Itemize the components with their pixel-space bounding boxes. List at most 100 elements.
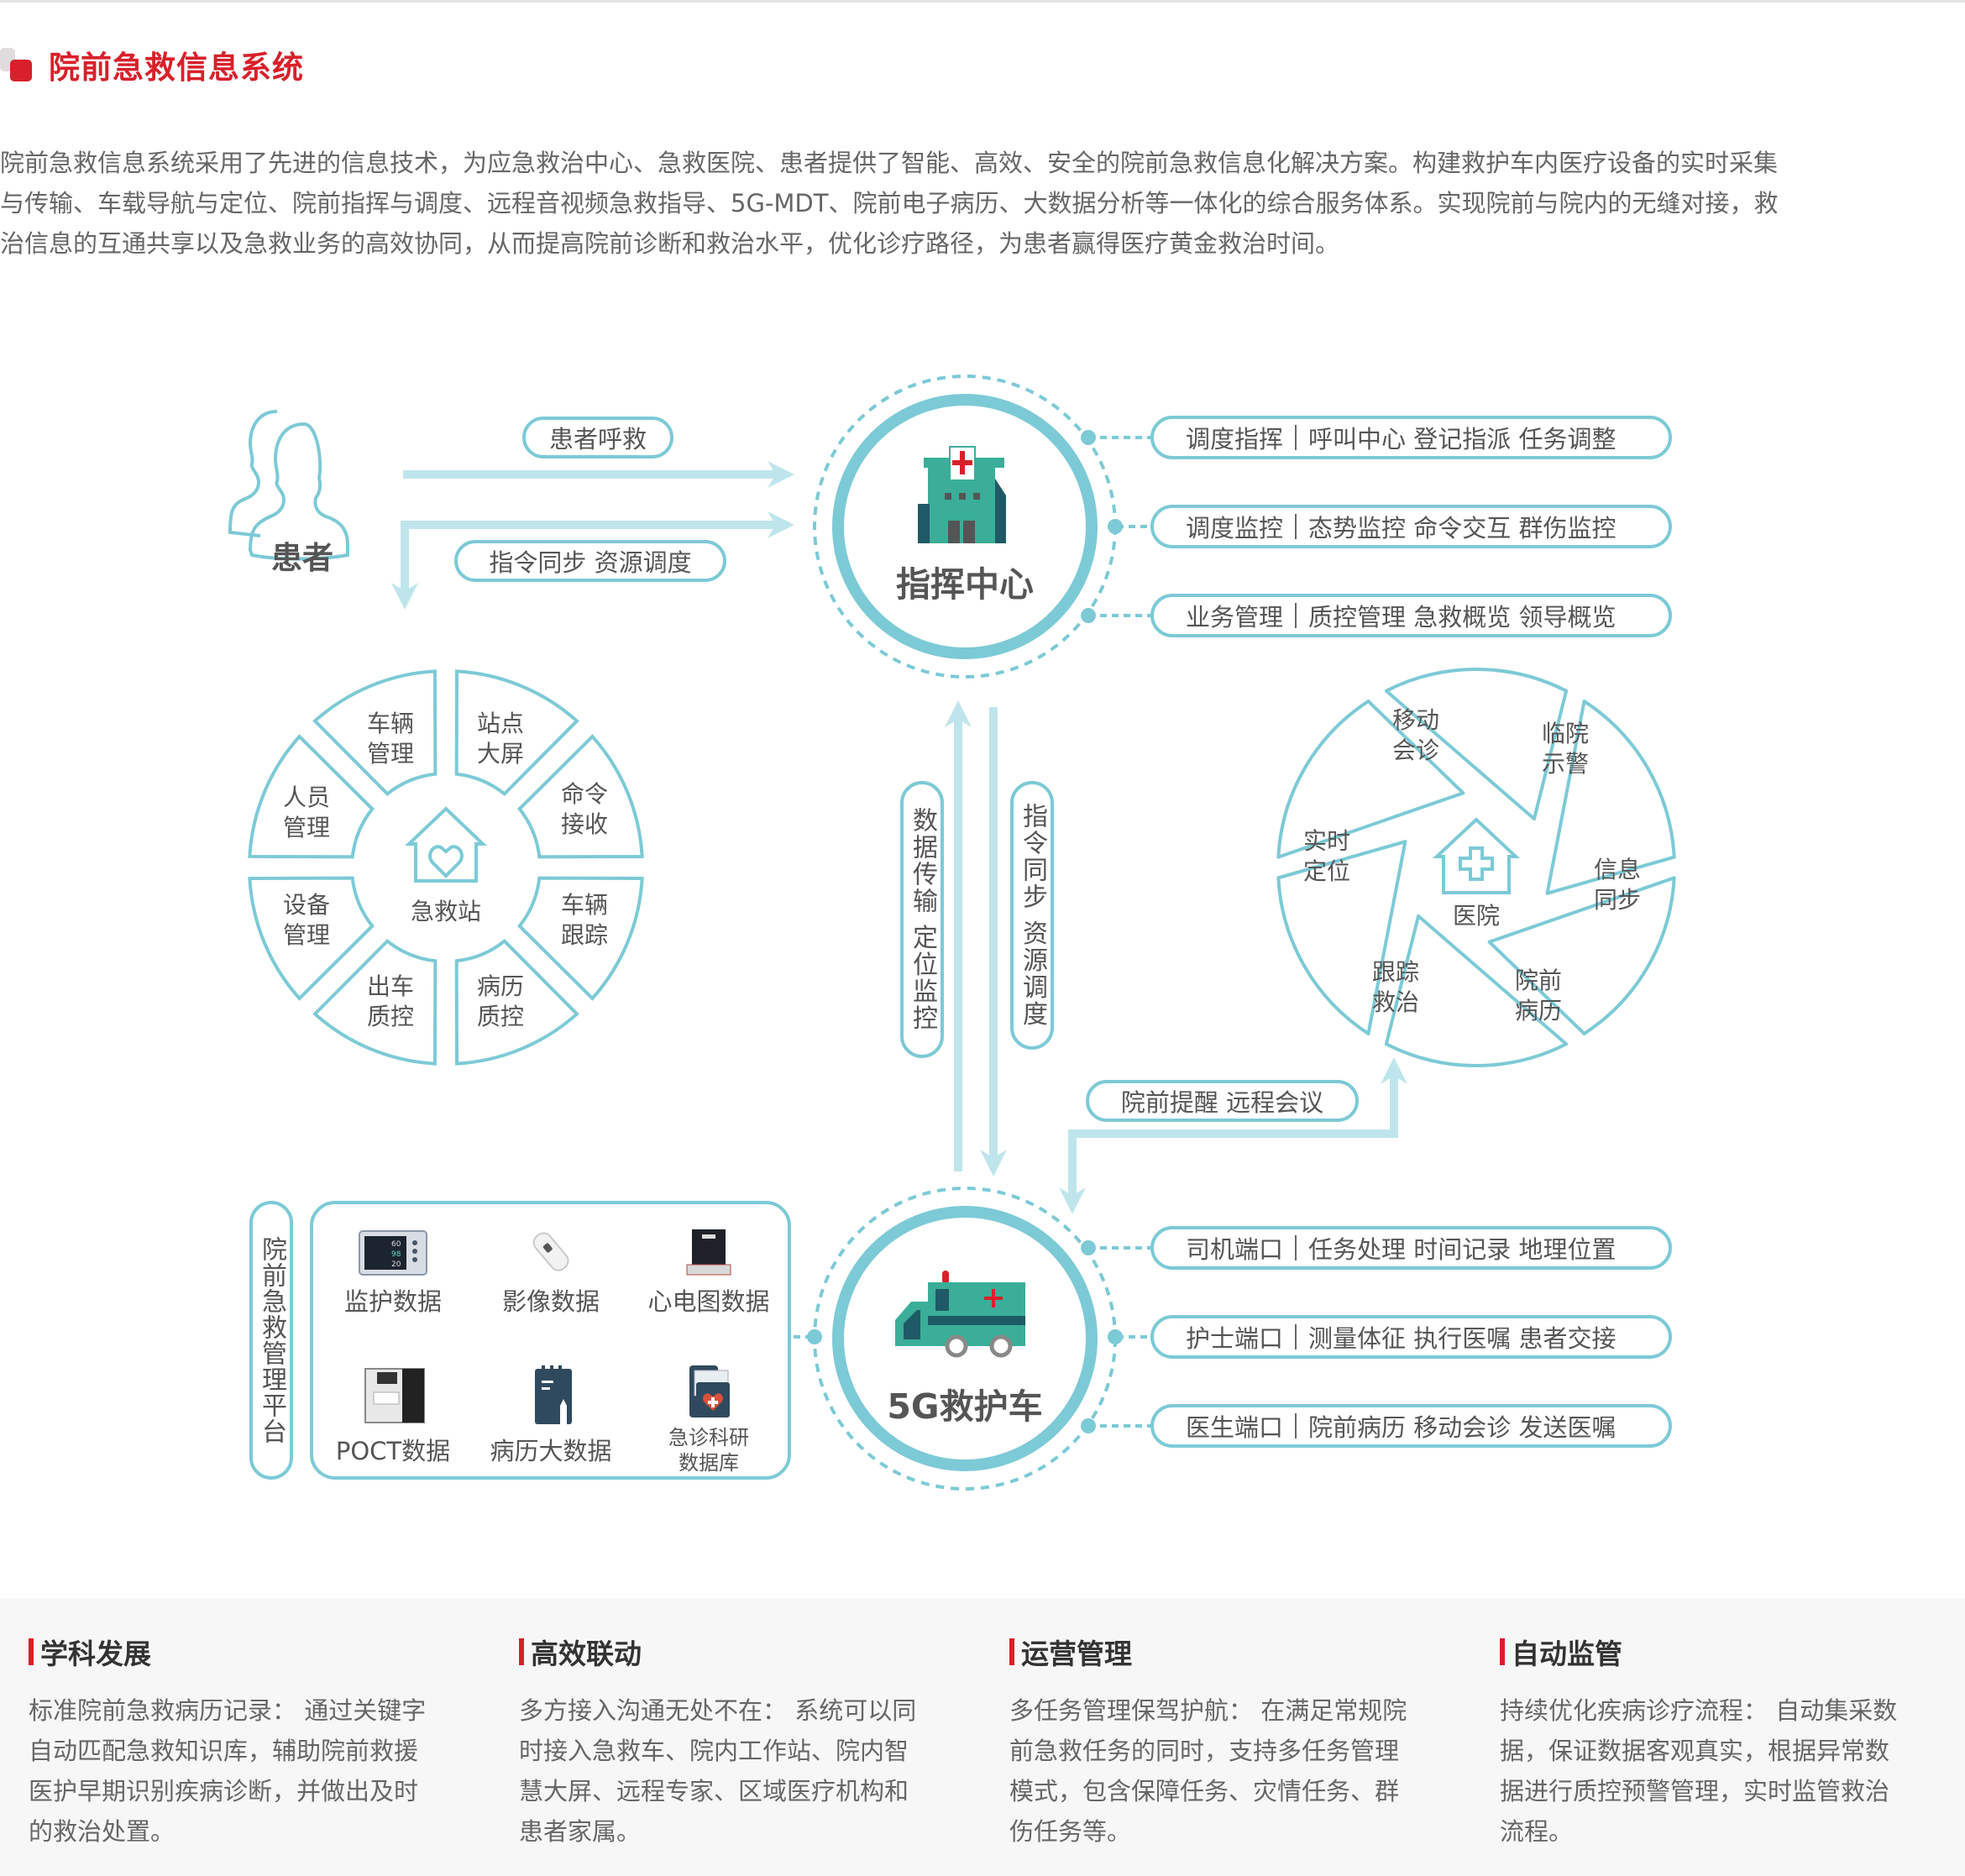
- research-database-icon: [689, 1365, 730, 1417]
- data-item-label: 病历大数据: [490, 1437, 612, 1465]
- hospital-segment: 跟踪救治: [1371, 958, 1419, 1016]
- data-item-label: 心电图数据: [647, 1287, 770, 1316]
- feature-description: 多方接入沟通无处不在： 系统可以同时接入急救车、院内工作站、院内智慧大屏、远程专…: [519, 1696, 917, 1846]
- data-item-monitor: 60 98 20 监护数据: [313, 1228, 473, 1318]
- patient-label: 患者: [271, 540, 333, 576]
- hospital-building-icon: [918, 446, 1006, 543]
- data-item-imaging: 影像数据: [471, 1228, 631, 1318]
- title-bar-icon: [29, 1638, 34, 1665]
- station-segment: 病历质控: [476, 972, 524, 1030]
- ambulance-icon: [895, 1271, 1025, 1358]
- svg-text:60: 60: [391, 1240, 401, 1249]
- ambulance-function-pill: 护士端口测量体征 执行医嘱 患者交接: [1150, 1315, 1672, 1359]
- flow-data-up: 数据传输 定位监控: [900, 781, 944, 1058]
- function-name: 护士端口: [1186, 1324, 1284, 1353]
- ecg-machine-icon: [686, 1229, 731, 1276]
- patient-monitor-icon: 60 98 20: [359, 1230, 427, 1276]
- feature-title: 高效联动: [519, 1632, 956, 1672]
- station-center-label: 急救站: [410, 898, 481, 925]
- station-segment-shape: [516, 734, 644, 859]
- station-segment: 人员管理: [282, 783, 330, 841]
- svg-text:20: 20: [391, 1260, 401, 1269]
- function-items: 态势监控 命令交互 群伤监控: [1308, 514, 1617, 542]
- hospital-segment-shape: [1487, 876, 1676, 1035]
- title-bar-icon: [1500, 1638, 1505, 1665]
- function-name: 调度监控: [1186, 514, 1284, 542]
- poct-analyzer-icon: [364, 1368, 425, 1423]
- separator: [1295, 603, 1297, 628]
- data-item-label: 影像数据: [501, 1287, 600, 1316]
- function-items: 测量体征 执行医嘱 患者交接: [1308, 1324, 1617, 1353]
- platform-label-text: 院前急救管理平台: [257, 1236, 286, 1444]
- medical-record-icon: [535, 1365, 572, 1424]
- function-name: 业务管理: [1186, 603, 1284, 631]
- feature-description: 持续优化疾病诊疗流程： 自动集采数据，保证数据客观真实，根据异常数据进行质控预警…: [1500, 1696, 1898, 1846]
- function-items: 院前病历 移动会诊 发送医嘱: [1308, 1413, 1617, 1442]
- ambulance-function-pill: 医生端口院前病历 移动会诊 发送医嘱: [1150, 1404, 1672, 1448]
- hospital-segment: 移动会诊: [1391, 706, 1439, 764]
- title-bar-icon: [519, 1638, 524, 1665]
- command-function-pill: 调度监控态势监控 命令交互 群伤监控: [1150, 505, 1672, 548]
- page-title: 院前急救信息系统: [0, 44, 304, 86]
- platform-label: 院前急救管理平台: [249, 1201, 293, 1480]
- separator: [1295, 1235, 1297, 1260]
- feature-title: 运营管理: [1009, 1632, 1446, 1672]
- station-segment: 出车质控: [366, 972, 414, 1030]
- intro-line: 与传输、车载导航与定位、院前指挥与调度、远程音视频急救指导、5G-MDT、院前电…: [0, 189, 1779, 217]
- ambulance-label: 5G救护车: [887, 1386, 1043, 1427]
- feature-title: 自动监管: [1500, 1632, 1936, 1672]
- function-name: 调度指挥: [1186, 425, 1284, 453]
- hospital-segment-shape: [1545, 700, 1676, 895]
- flow-data-up-text: 数据传输 定位监控: [908, 807, 937, 1032]
- house-cross-icon: [1432, 817, 1521, 894]
- feature-title: 学科发展: [29, 1632, 465, 1672]
- page-title-text: 院前急救信息系统: [49, 50, 304, 86]
- hospital-center-label: 医院: [1452, 902, 1500, 930]
- data-item-records: 病历大数据: [471, 1364, 631, 1467]
- data-item-research-db: 急诊科研数据库: [629, 1364, 789, 1475]
- intro-line: 院前急救信息系统采用了先进的信息技术，为应急救治中心、急救医院、患者提供了智能、…: [0, 149, 1779, 177]
- station-segment: 设备管理: [282, 891, 330, 949]
- function-name: 医生端口: [1186, 1413, 1284, 1442]
- data-item-label: POCT数据: [335, 1437, 451, 1465]
- command-center-label: 指挥中心: [896, 564, 1034, 605]
- svg-text:98: 98: [391, 1250, 401, 1259]
- function-items: 任务处理 时间记录 地理位置: [1308, 1235, 1617, 1264]
- title-bar-icon: [1009, 1638, 1014, 1665]
- hospital-segment-shape: [1384, 668, 1569, 821]
- feature-card: 学科发展 标准院前急救病历记录： 通过关键字自动匹配急救知识库，辅助院前救援医护…: [29, 1632, 465, 1852]
- feature-card: 高效联动 多方接入沟通无处不在： 系统可以同时接入急救车、院内工作站、院内智慧大…: [519, 1632, 956, 1852]
- station-segment-shape: [312, 938, 438, 1066]
- flow-hospital-link: 院前提醒 远程会议: [1086, 1080, 1359, 1122]
- separator: [1295, 1413, 1297, 1438]
- station-segment-shape: [454, 669, 579, 797]
- command-function-pill: 业务管理质控管理 急救概览 领导概览: [1150, 594, 1672, 637]
- intro-line: 治信息的互通共享以及急救业务的高效协同，从而提高院前诊断和救治水平，优化诊疗路径…: [0, 229, 1340, 258]
- hospital-segment: 临院示警: [1541, 720, 1589, 778]
- data-item-label: 监护数据: [343, 1287, 442, 1316]
- separator: [1295, 1324, 1297, 1349]
- top-divider: [0, 0, 1965, 3]
- title-marker-icon: [0, 48, 34, 81]
- ultrasound-probe-icon: [532, 1232, 569, 1271]
- hospital-segment: 实时定位: [1302, 827, 1350, 885]
- platform-data-box: 60 98 20 监护数据 影像数据 心电图数据 POCT数据: [310, 1201, 791, 1480]
- data-item-poct: POCT数据: [313, 1364, 473, 1467]
- station-segment-shape: [248, 734, 375, 859]
- flow-patient-call: 患者呼救: [522, 417, 673, 459]
- patients-icon: [228, 410, 349, 561]
- hospital-segment-shape: [1276, 840, 1407, 1035]
- feature-card: 运营管理 多任务管理保驾护航： 在满足常规院前急救任务的同时，支持多任务管理模式…: [1009, 1632, 1446, 1852]
- feature-card: 自动监管 持续优化疾病诊疗流程： 自动集采数据，保证数据客观真实，根据异常数据进…: [1500, 1632, 1936, 1852]
- flow-sync-dispatch: 指令同步 资源调度: [454, 540, 726, 582]
- intro-paragraph: 院前急救信息系统采用了先进的信息技术，为应急救治中心、急救医院、患者提供了智能、…: [0, 143, 1965, 264]
- hospital-segment-shape: [1276, 700, 1465, 859]
- hospital-segment: 信息同步: [1593, 856, 1641, 914]
- station-segment: 站点大屏: [476, 710, 524, 768]
- flow-command-down: 指令同步 资源调度: [1010, 781, 1054, 1050]
- house-heart-icon: [405, 806, 487, 883]
- station-segment: 车辆跟踪: [560, 891, 608, 949]
- function-name: 司机端口: [1186, 1235, 1284, 1264]
- flow-command-down-text: 指令同步 资源调度: [1018, 803, 1047, 1028]
